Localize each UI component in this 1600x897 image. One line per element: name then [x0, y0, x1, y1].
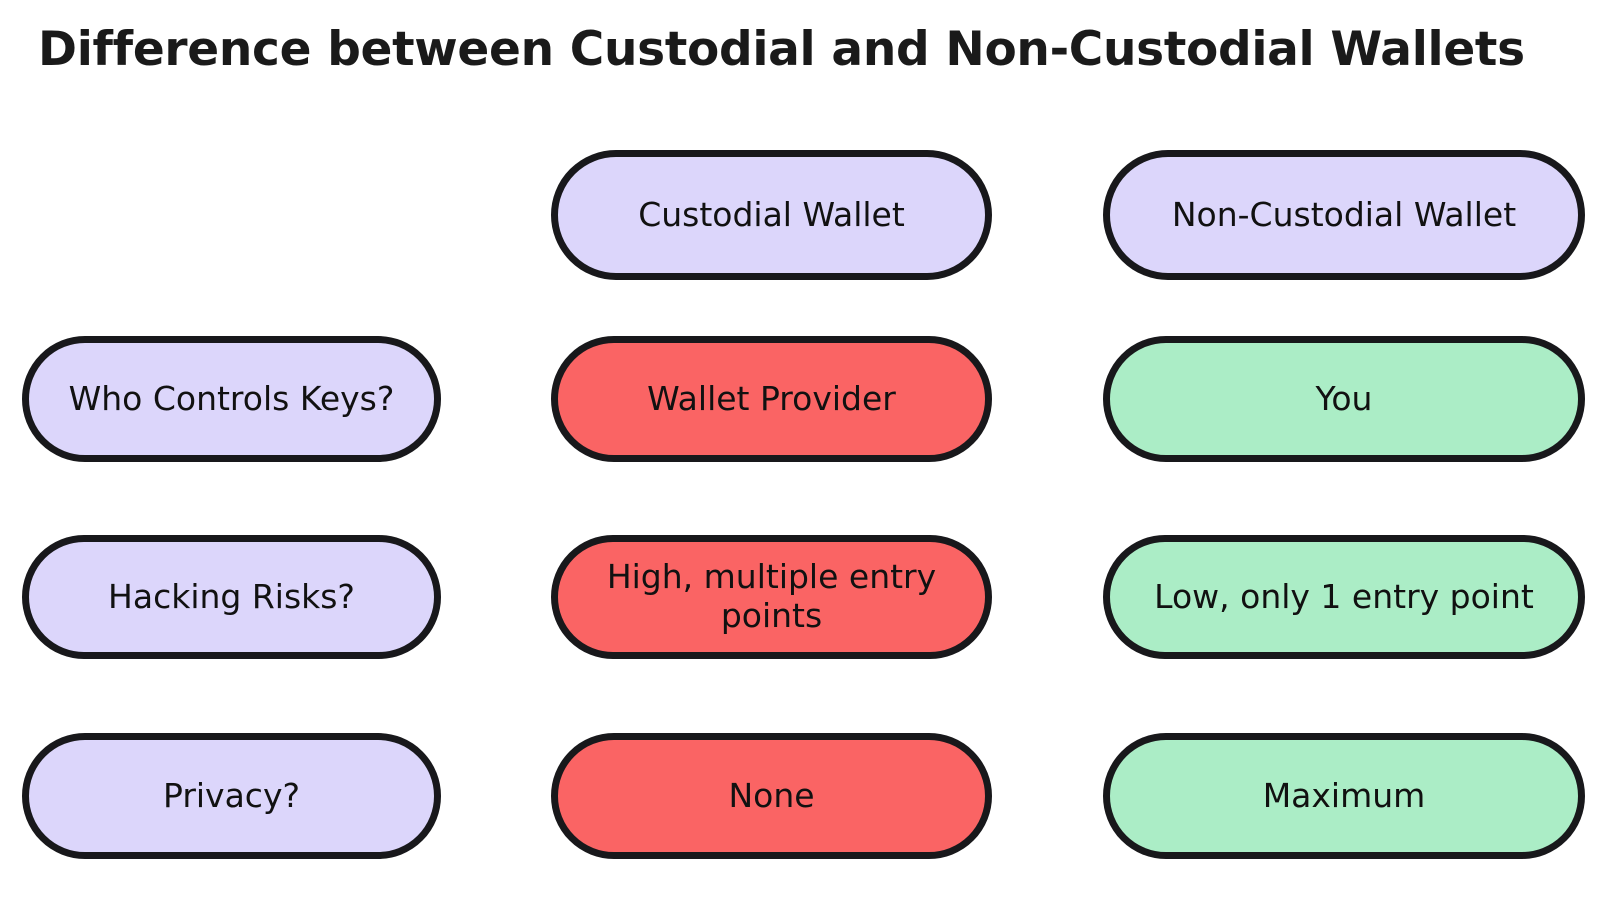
- cell-non-custodial-who-controls-keys-text: You: [1315, 378, 1373, 418]
- cell-non-custodial-privacy-text: Maximum: [1262, 775, 1426, 815]
- cell-custodial-who-controls-keys-text: Wallet Provider: [647, 378, 896, 418]
- cell-custodial-privacy-text: None: [728, 775, 815, 815]
- cell-custodial-privacy[interactable]: None: [551, 733, 992, 859]
- row-label-privacy-text: Privacy?: [163, 775, 300, 815]
- header-non-custodial-wallet[interactable]: Non-Custodial Wallet: [1103, 150, 1585, 280]
- row-label-hacking-risks[interactable]: Hacking Risks?: [22, 535, 441, 659]
- header-custodial-wallet[interactable]: Custodial Wallet: [551, 150, 992, 280]
- cell-non-custodial-hacking-risks[interactable]: Low, only 1 entry point: [1103, 535, 1585, 659]
- cell-custodial-hacking-risks-text: High, multiple entry points: [606, 557, 937, 635]
- row-label-who-controls-keys-text: Who Controls Keys?: [68, 378, 395, 418]
- cell-non-custodial-privacy[interactable]: Maximum: [1103, 733, 1585, 859]
- cell-non-custodial-hacking-risks-text: Low, only 1 entry point: [1154, 576, 1534, 616]
- header-custodial-wallet-label: Custodial Wallet: [638, 194, 905, 234]
- row-label-privacy[interactable]: Privacy?: [22, 733, 441, 859]
- row-label-hacking-risks-text: Hacking Risks?: [108, 576, 355, 616]
- page-title: Difference between Custodial and Non-Cus…: [38, 22, 1525, 77]
- cell-custodial-hacking-risks[interactable]: High, multiple entry points: [551, 535, 992, 659]
- row-label-who-controls-keys[interactable]: Who Controls Keys?: [22, 336, 441, 462]
- cell-non-custodial-who-controls-keys[interactable]: You: [1103, 336, 1585, 462]
- cell-custodial-who-controls-keys[interactable]: Wallet Provider: [551, 336, 992, 462]
- header-non-custodial-wallet-label: Non-Custodial Wallet: [1171, 194, 1517, 234]
